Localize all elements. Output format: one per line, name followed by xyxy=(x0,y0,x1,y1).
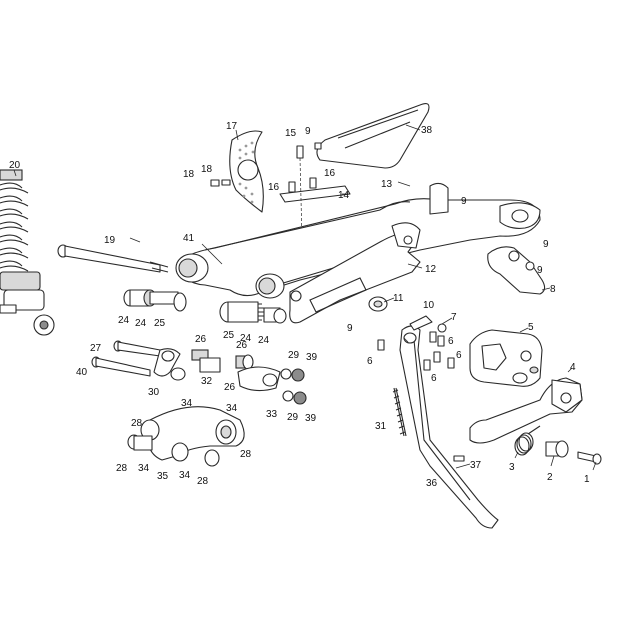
callout-24: 24 xyxy=(258,335,270,346)
callout-11: 11 xyxy=(393,293,404,304)
side-stand-spring xyxy=(392,387,407,437)
callout-16: 16 xyxy=(324,168,336,179)
callout-26: 26 xyxy=(195,334,207,345)
callout-16: 16 xyxy=(268,182,280,193)
callout-30: 30 xyxy=(148,387,160,398)
callout-38: 38 xyxy=(421,125,433,136)
callout-10: 10 xyxy=(423,300,435,311)
callout-9: 9 xyxy=(461,196,467,207)
callout-18: 18 xyxy=(183,169,195,180)
callout-12: 12 xyxy=(425,264,437,275)
footrest-bracket-right xyxy=(487,246,546,295)
callout-leader-lines xyxy=(13,129,597,471)
callout-34: 34 xyxy=(179,470,191,481)
chain-guard xyxy=(316,103,430,169)
rear-shock-absorber xyxy=(0,169,55,336)
pivot-bushings-right xyxy=(219,301,287,324)
callout-33: 33 xyxy=(266,409,278,420)
callout-29: 29 xyxy=(288,350,300,361)
chain-guard-screws xyxy=(210,142,351,241)
suspension-rocker xyxy=(127,406,245,467)
pedal-pivot-bolt xyxy=(577,451,602,465)
callout-1: 1 xyxy=(584,474,590,485)
callout-25: 25 xyxy=(223,330,235,341)
callout-9: 9 xyxy=(347,323,353,334)
callout-32: 32 xyxy=(201,376,213,387)
callout-28: 28 xyxy=(240,449,252,460)
callout-34: 34 xyxy=(226,403,238,414)
callout-6: 6 xyxy=(456,350,462,361)
footrest-bracket-left xyxy=(469,329,543,387)
axle-nut xyxy=(368,296,388,312)
callout-9: 9 xyxy=(543,239,549,250)
callout-26: 26 xyxy=(236,340,248,351)
pedal-bush xyxy=(545,440,569,458)
callout-34: 34 xyxy=(138,463,150,474)
callout-20: 20 xyxy=(9,160,21,171)
callout-27: 27 xyxy=(90,343,102,354)
brake-pedal xyxy=(469,377,583,444)
callout-25: 25 xyxy=(154,318,166,329)
callout-6: 6 xyxy=(431,373,437,384)
callout-31: 31 xyxy=(375,421,387,432)
callout-6: 6 xyxy=(448,336,454,347)
callout-34: 34 xyxy=(181,398,193,409)
callout-36: 36 xyxy=(426,478,438,489)
callout-24: 24 xyxy=(240,333,252,344)
callout-6: 6 xyxy=(367,356,373,367)
callout-39: 39 xyxy=(305,413,317,424)
callout-39: 39 xyxy=(306,352,318,363)
callout-9: 9 xyxy=(305,126,311,137)
pedal-return-spring xyxy=(514,425,541,456)
stand-bracket-screws xyxy=(377,315,465,462)
chain-adjuster-bracket xyxy=(289,222,421,324)
callout-9: 9 xyxy=(537,265,543,276)
callout-28: 28 xyxy=(197,476,209,487)
callout-5: 5 xyxy=(528,322,534,333)
swingarm xyxy=(175,182,541,299)
callout-4: 4 xyxy=(570,362,576,373)
callout-29: 29 xyxy=(287,412,299,423)
callout-24: 24 xyxy=(135,318,147,329)
callout-35: 35 xyxy=(157,471,169,482)
callout-7: 7 xyxy=(451,312,457,323)
callout-3: 3 xyxy=(509,462,515,473)
callout-labels: 1 2 3 4 5 6 6 6 6 7 8 9 9 9 9 9 10 11 12… xyxy=(9,121,590,489)
callout-41: 41 xyxy=(183,233,195,244)
linkage-spacers xyxy=(191,349,281,392)
callout-24: 24 xyxy=(118,315,130,326)
linkage-rod xyxy=(153,348,186,381)
callout-8: 8 xyxy=(550,284,556,295)
callout-37: 37 xyxy=(470,460,482,471)
callout-28: 28 xyxy=(131,418,143,429)
callout-13: 13 xyxy=(381,179,393,190)
callout-15: 15 xyxy=(285,128,297,139)
callout-19: 19 xyxy=(104,235,116,246)
callout-17: 17 xyxy=(226,121,238,132)
callout-18: 18 xyxy=(201,164,213,175)
swingarm-pivot-shaft xyxy=(57,244,169,273)
callout-2: 2 xyxy=(547,472,553,483)
pivot-bushings-left xyxy=(123,289,187,312)
washers-and-nuts xyxy=(280,368,307,405)
linkage-bolts xyxy=(91,340,161,377)
callout-14: 14 xyxy=(338,190,350,201)
chain-slider-plate xyxy=(229,130,264,213)
callout-40: 40 xyxy=(76,367,88,378)
callout-28: 28 xyxy=(116,463,128,474)
callout-26: 26 xyxy=(224,382,236,393)
